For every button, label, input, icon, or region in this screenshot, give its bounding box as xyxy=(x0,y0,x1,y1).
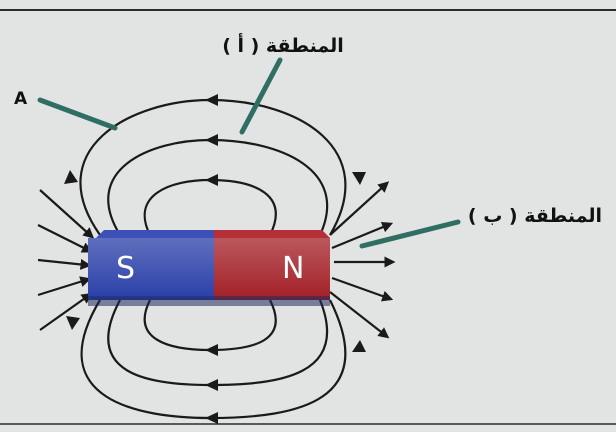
bar-magnet: S N xyxy=(88,230,330,306)
field-arrowheads xyxy=(64,94,366,424)
pointer-a xyxy=(37,97,118,131)
arrowhead-bottom-right-side xyxy=(352,340,366,352)
field-line-right-2 xyxy=(331,222,394,250)
field-line-top-middle xyxy=(107,138,329,236)
label-pointers xyxy=(37,57,461,249)
field-line-right-1 xyxy=(329,181,390,236)
arrowhead-bottom-outer xyxy=(205,412,218,424)
field-line-right-5 xyxy=(329,291,390,339)
south-pole-letter: S xyxy=(116,251,135,286)
arrowhead-bottom-left-side xyxy=(66,316,80,330)
field-line-left-4 xyxy=(37,276,92,297)
arrowhead-bottom-inner xyxy=(205,344,218,356)
north-pole-letter: N xyxy=(282,251,304,286)
pointer-region-b xyxy=(359,219,461,249)
magnet-bottom-edge xyxy=(88,296,330,306)
region-b-label: المنطقة ( ب ) xyxy=(468,205,602,227)
magnet-top-face-north xyxy=(214,230,330,238)
field-line-left-5 xyxy=(39,292,93,331)
point-a-label: A xyxy=(14,89,28,109)
region-a-label: المنطقة ( أ ) xyxy=(222,33,344,57)
magnet-top-face-south xyxy=(96,230,214,238)
arrowhead-top-outer xyxy=(205,94,218,106)
arrowhead-top-left-side xyxy=(64,170,78,184)
field-line-left-2 xyxy=(37,224,93,253)
field-line-top-inner xyxy=(143,178,277,236)
field-line-top-outer xyxy=(79,98,347,236)
arrowhead-top-middle xyxy=(205,134,218,146)
field-line-right-4 xyxy=(331,276,394,302)
field-line-left-1 xyxy=(39,189,95,239)
field-line-bottom-middle xyxy=(107,299,329,387)
arrowhead-top-inner xyxy=(205,174,218,186)
field-line-bottom-outer xyxy=(80,299,347,420)
pointer-region-a xyxy=(239,57,283,135)
arrowhead-bottom-middle xyxy=(205,379,218,391)
field-line-left-3 xyxy=(37,258,92,270)
arrowhead-top-right-side xyxy=(352,172,366,185)
field-line-bottom-inner xyxy=(143,299,277,352)
